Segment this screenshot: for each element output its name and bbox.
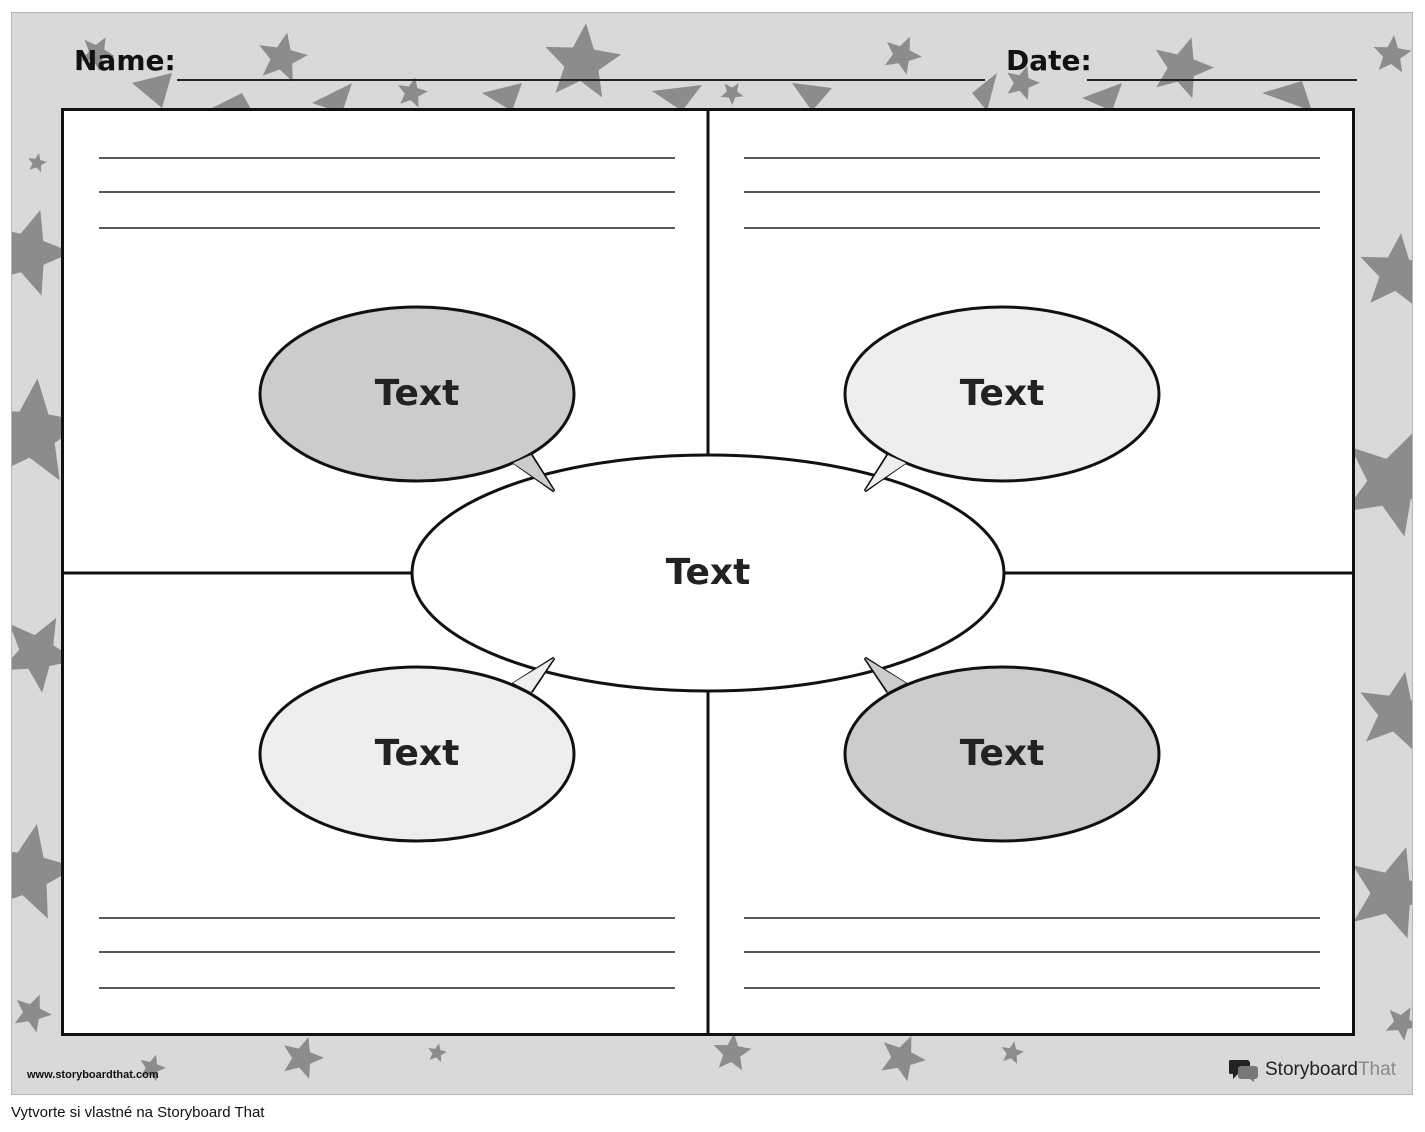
date-label: Date: [1006,44,1092,77]
decorative-shard [212,93,252,111]
decorative-star [545,23,622,98]
decorative-star [1344,433,1412,537]
name-line[interactable] [177,79,985,81]
decorative-shard [482,83,522,111]
brand-secondary: That [1357,1059,1396,1080]
decorative-star [1385,1007,1412,1041]
name-label: Name: [74,44,176,77]
decorative-shard [652,85,702,111]
decorative-star [284,1037,324,1079]
decorative-star [80,37,115,71]
decorative-star [713,1033,752,1071]
speech-bubble-bottom-right[interactable] [843,656,1161,843]
decorative-shard [972,73,997,111]
bubble-text-bottom-right: Text [959,733,1045,774]
decorative-star [12,378,86,481]
decorative-star [1352,847,1412,939]
decorative-shard [1082,83,1122,111]
decorative-star [1360,671,1412,749]
decorative-star [12,210,72,296]
footer-url: www.storyboardthat.com [27,1069,159,1081]
bubble-text-top-left: Text [374,373,460,414]
decorative-star [428,1043,447,1063]
speech-bubble-bottom-left[interactable] [258,656,576,843]
writing-lines-top-right[interactable] [744,157,1320,229]
decorative-star [140,1054,166,1082]
organizer-diagram [64,111,1352,1033]
writing-lines-top-left[interactable] [99,157,675,229]
date-line[interactable] [1087,79,1357,81]
decorative-star [884,36,922,75]
decorative-star [1155,37,1214,99]
star-pattern-background [12,23,1412,1082]
decorative-star [398,77,428,108]
decorative-shard [132,73,172,108]
writing-lines-bottom-left[interactable] [99,917,675,989]
speech-bubbles-logo-icon [1229,1060,1258,1082]
graphic-organizer-panel: Text Text Text Text Text [61,108,1355,1036]
decorative-star [1007,65,1040,100]
decorative-star [28,153,47,173]
storyboardthat-brand: StoryboardThat [1229,1057,1396,1083]
decorative-star [12,617,77,693]
decorative-shard [312,83,352,113]
decorative-shard [792,83,832,111]
decorative-shard [1262,81,1312,111]
page-caption: Vytvorte si vlastné na Storyboard That [11,1104,265,1121]
bubble-text-top-right: Text [959,373,1045,414]
center-bubble[interactable] [410,453,1006,693]
decorative-star [259,32,308,82]
speech-bubble-top-right[interactable] [843,305,1161,493]
brand-primary: Storyboard [1265,1059,1358,1080]
bubble-text-bottom-left: Text [374,733,460,774]
decorative-star [720,83,744,105]
decorative-star [14,994,52,1033]
bubble-text-center: Text [665,552,751,593]
decorative-star [881,1035,926,1082]
decorative-star [12,824,77,919]
decorative-star [1373,35,1412,73]
writing-lines-bottom-right[interactable] [744,917,1320,989]
decorative-star [1360,233,1412,304]
decorative-star [1001,1041,1024,1064]
brand-name: StoryboardThat [1265,1059,1396,1081]
speech-bubble-top-left[interactable] [258,305,576,493]
